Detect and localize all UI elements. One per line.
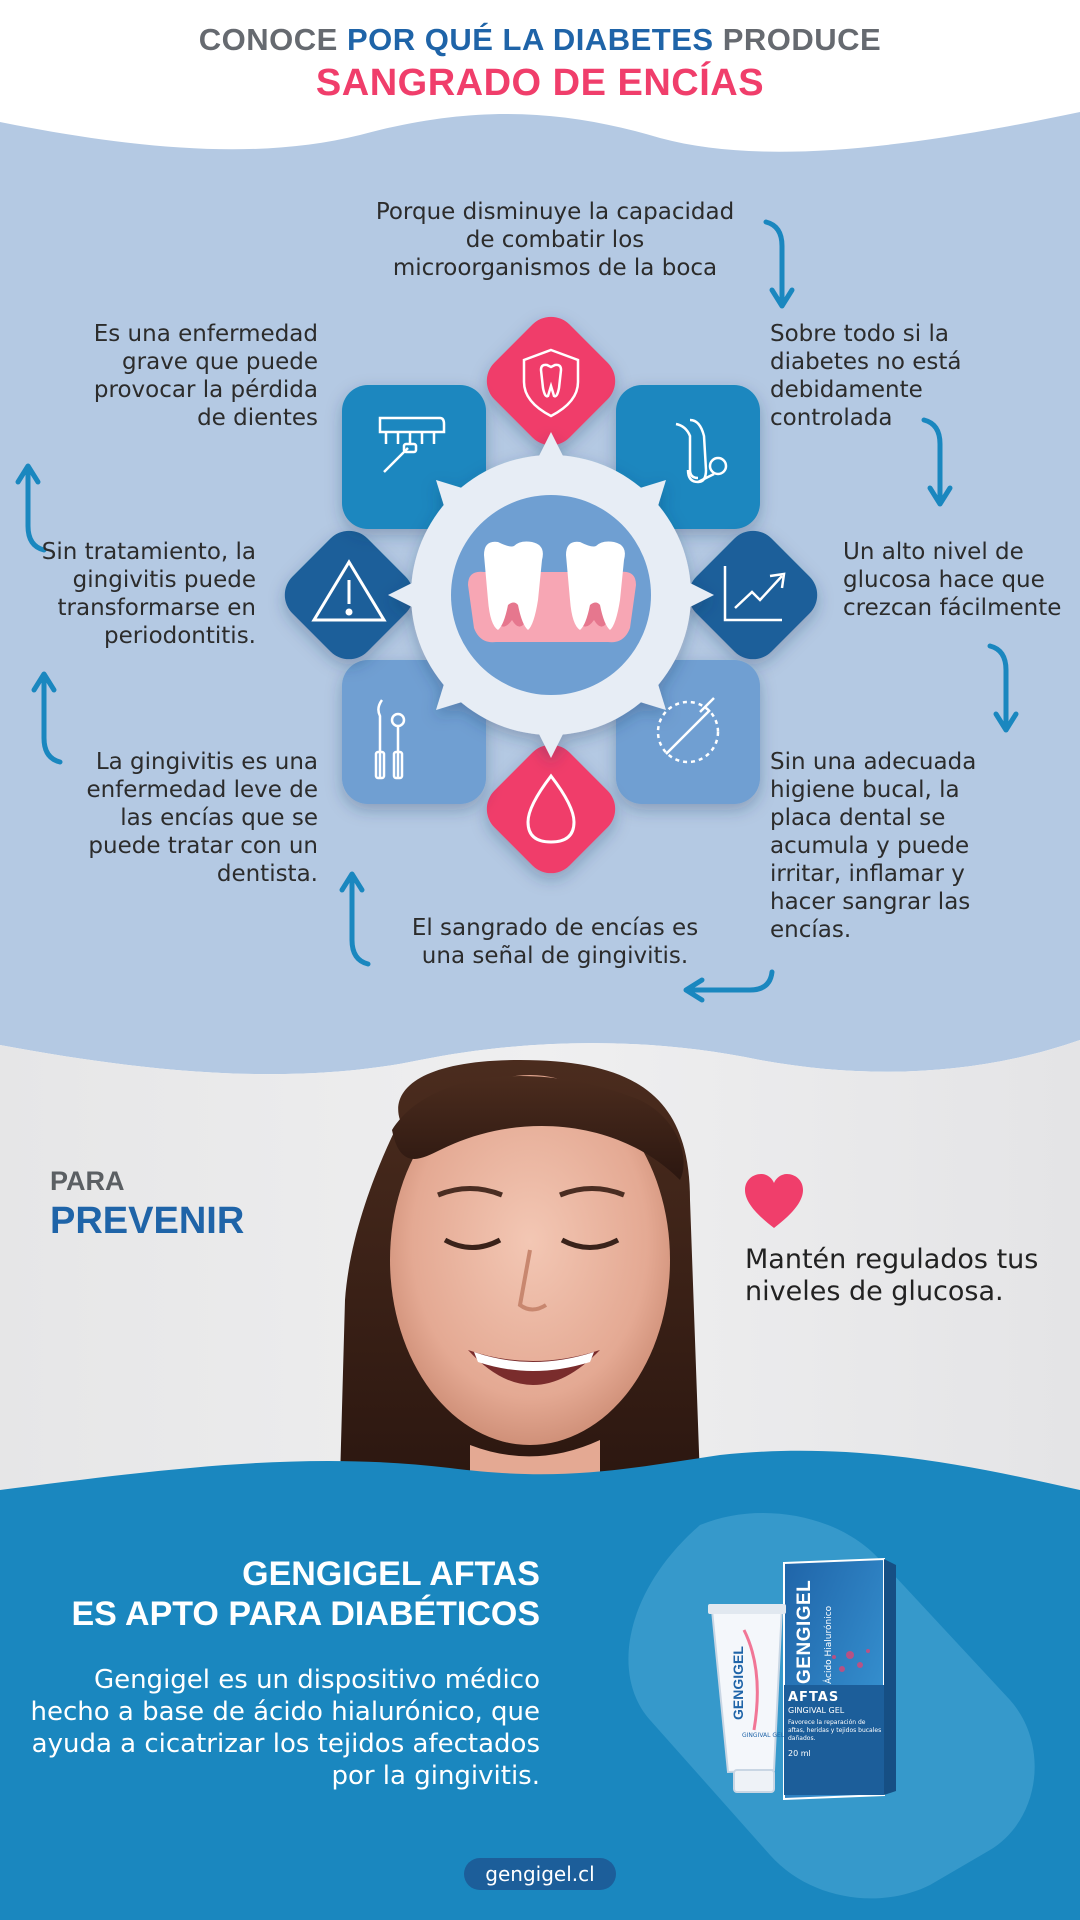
dental-tools-icon: [374, 699, 406, 780]
dental-x-ray-icon: [378, 416, 446, 473]
box-product-type: GINGIVAL GEL: [788, 1706, 845, 1715]
tube-type: GINGIVAL GEL: [742, 1732, 785, 1739]
cycle-step-right-2: Un alto nivel de glucosa hace que crezca…: [843, 539, 1062, 621]
petal-right: [688, 530, 818, 660]
box-volume: 20 ml: [788, 1749, 811, 1758]
arrow-1: [763, 219, 785, 303]
blood-drop-icon: [526, 773, 576, 844]
box-label: AFTAS GINGIVAL GEL Favorece la reparació…: [788, 1690, 884, 1758]
product-tube: [708, 1604, 786, 1793]
tooth-shield-icon: [522, 348, 580, 418]
cycle-step-left-3: La gingivitis es una enfermedad leve de …: [86, 749, 318, 887]
box-sub-wrap: Ácido Hialurónico: [818, 1570, 838, 1690]
petal-top: [486, 316, 616, 446]
header-highlight: POR QUÉ LA DIABETES: [346, 22, 714, 57]
product-title-line2: ES APTO PARA DIABÉTICOS: [71, 1595, 541, 1633]
cycle-step-bottom: El sangrado de encías es una señal de gi…: [411, 915, 699, 969]
teeth-gums-icon: [468, 541, 636, 643]
product-box: [783, 1557, 896, 1800]
product-description: Gengigel es un dispositivo médico hecho …: [30, 1665, 540, 1791]
petal-bottom: [486, 744, 616, 874]
prevent-label-small: PARA: [50, 1166, 125, 1196]
header-title-line2: SANGRADO DE ENCÍAS: [315, 62, 765, 104]
cycle-step-left-2: Sin tratamiento, la gingivitis puede tra…: [41, 539, 256, 649]
tube-brand: GENGIGEL: [730, 1646, 746, 1720]
flow-arrows: [15, 219, 1019, 1003]
box-product-name: AFTAS: [788, 1690, 840, 1705]
cycle-step-right-1: Sobre todo si la diabetes no está debida…: [770, 321, 962, 431]
box-brand-wrap: GENGIGEL: [790, 1570, 820, 1690]
header-suffix: PRODUCE: [713, 22, 882, 57]
header-prefix: CONOCE: [198, 22, 347, 57]
tube-brand-wrap: GENGIGEL: [728, 1620, 748, 1730]
cycle-diagram: [15, 219, 1019, 1003]
box-product-text: Favorece la reparación de aftas, heridas…: [788, 1719, 882, 1742]
cycle-step-left-1: Es una enfermedad grave que puede provoc…: [93, 321, 318, 431]
heart-icon: [745, 1174, 803, 1228]
page-header: CONOCE POR QUÉ LA DIABETES PRODUCE SANGR…: [0, 22, 1080, 105]
box-brand: GENGIGEL: [794, 1579, 815, 1684]
stethoscope-icon: [675, 418, 728, 484]
toothbrush-icon: [656, 697, 720, 764]
cycle-step-right-3: Sin una adecuada higiene bucal, la placa…: [770, 749, 977, 943]
prevent-label-big: PREVENIR: [50, 1200, 245, 1242]
product-title: GENGIGEL AFTAS ES APTO PARA DIABÉTICOS: [40, 1554, 541, 1634]
cycle-step-top: Porque disminuye la capacidad de combati…: [375, 199, 735, 281]
warning-icon: [311, 559, 387, 622]
rising-chart-icon: [723, 566, 786, 622]
prevent-tip: Mantén regulados tus niveles de glucosa.: [745, 1244, 1039, 1307]
box-subtitle: Ácido Hialurónico: [824, 1605, 834, 1684]
product-title-line1: GENGIGEL AFTAS: [242, 1555, 540, 1593]
header-title-line1: CONOCE POR QUÉ LA DIABETES PRODUCE: [0, 22, 1080, 58]
website-url[interactable]: gengigel.cl: [464, 1858, 616, 1890]
